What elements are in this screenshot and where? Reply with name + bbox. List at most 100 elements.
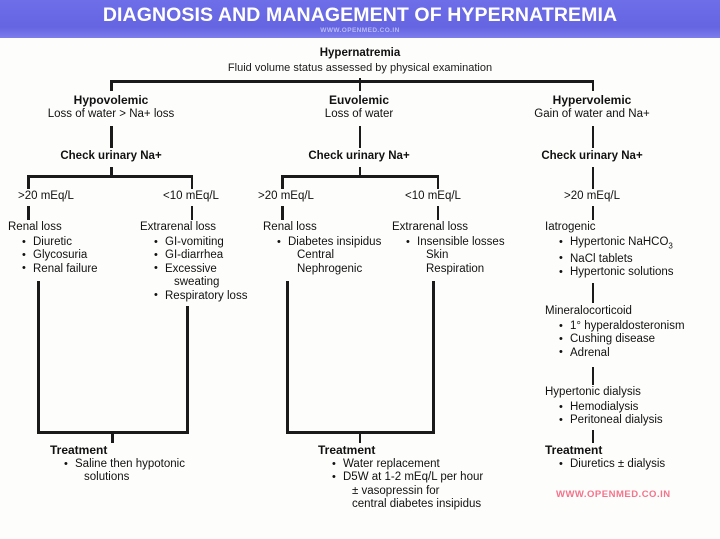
treatment-list-hypervolemic: •Diuretics ± dialysis: [559, 458, 665, 471]
list-item: • Hypertonic NaHCO3: [559, 236, 674, 253]
bullet-icon: •: [559, 319, 563, 332]
bullet-icon: •: [559, 252, 563, 265]
list-item: •Diuretics ± dialysis: [559, 457, 666, 471]
column-title-hypervolemic: Hypervolemic: [552, 93, 632, 107]
bullet-icon: •: [559, 265, 563, 278]
bullet-icon: •: [559, 413, 563, 426]
title-banner: DIAGNOSIS AND MANAGEMENT OF HYPERNATREMI…: [0, 0, 720, 38]
list-item: •Cushing disease: [559, 332, 656, 346]
root-subtitle: Fluid volume status assessed by physical…: [227, 62, 493, 74]
page-title: DIAGNOSIS AND MANAGEMENT OF HYPERNATREMI…: [102, 4, 618, 26]
connector-drop-hypo-renal: [27, 175, 30, 189]
list-hypo-extrarenal: •GI-vomiting •GI-diarrhea •Excessive swe…: [154, 236, 247, 303]
bullet-icon: •: [406, 235, 410, 248]
list-item-continuation: Respiration: [426, 262, 485, 275]
bullet-icon: •: [559, 457, 563, 470]
list-item: •Glycosuria: [22, 248, 88, 262]
list-item: •Respiratory loss: [154, 289, 248, 302]
connector-root-bracket: [110, 80, 594, 83]
list-item-continuation: Skin: [426, 249, 449, 262]
connector-hypervolemic-to-check: [591, 126, 594, 148]
item-hypertonic-nahco3: Hypertonic NaHCO3: [570, 236, 673, 251]
connector-check-stem-euvolemic: [358, 167, 361, 177]
check-urinary-na-hypervolemic: Check urinary Na+: [541, 150, 643, 162]
list-item-continuation: sweating: [174, 276, 220, 289]
list-item: •1° hyperaldosteronism: [559, 319, 685, 333]
bullet-icon: •: [22, 235, 26, 248]
list-item: •Hemodialysis: [559, 400, 639, 414]
treatment-list-hypovolemic: •Saline then hypotonic solutions: [64, 458, 185, 485]
connector-thresh-to-group-euv-renal: [281, 206, 284, 220]
check-urinary-na-euvolemic: Check urinary Na+: [308, 150, 410, 162]
threshold-euv-renal: >20 mEq/L: [258, 190, 314, 202]
bullet-icon: •: [64, 457, 68, 470]
list-item: •Hypertonic solutions: [559, 265, 674, 279]
group-title-euv-renal: Renal loss: [263, 221, 317, 233]
threshold-hypervolemic: >20 mEq/L: [564, 190, 620, 202]
list-hypo-renal: •Diuretic •Glycosuria •Renal failure: [22, 236, 98, 276]
bullet-icon: •: [154, 248, 158, 261]
watermark-openmed: WWW.OPENMED.CO.IN: [556, 489, 671, 500]
connector-dialysis-to-treatment: [591, 430, 594, 443]
list-item: •Diuretic: [22, 235, 72, 249]
connector-thresh-to-group-hypo-renal: [27, 206, 30, 220]
threshold-hypo-extrarenal: <10 mEq/L: [163, 190, 219, 202]
connector-drop-euvolemic: [358, 80, 361, 91]
list-iatrogenic: • Hypertonic NaHCO3 •NaCl tablets •Hypert…: [559, 236, 674, 280]
list-euv-extrarenal: •Insensible losses Skin Respiration: [406, 236, 505, 276]
connector-hypo-right-leg: [186, 306, 189, 433]
group-title-mineralocorticoid: Mineralocorticoid: [545, 305, 632, 317]
list-item-continuation: Nephrogenic: [297, 262, 363, 275]
connector-hypovolemic-to-check: [110, 126, 113, 148]
connector-bracket-hypovolemic: [27, 175, 193, 178]
connector-thresh-to-group-euv-extrarenal: [436, 206, 439, 220]
treatment-title-hypovolemic: Treatment: [50, 443, 108, 457]
list-item: •Insensible losses: [406, 235, 505, 249]
banner-watermark-url: WWW.OPENMED.CO.IN: [320, 27, 400, 34]
treatment-list-euvolemic: •Water replacement •D5W at 1-2 mEq/L per…: [332, 458, 483, 512]
bullet-icon: •: [22, 248, 26, 261]
column-title-hypovolemic: Hypovolemic: [73, 93, 149, 107]
connector-check-stem-hypovolemic: [110, 167, 113, 177]
threshold-euv-extrarenal: <10 mEq/L: [405, 190, 461, 202]
column-subtitle-hypovolemic: Loss of water > Na+ loss: [47, 108, 175, 120]
group-title-hypo-extrarenal: Extrarenal loss: [140, 221, 217, 233]
list-item: •NaCl tablets: [559, 252, 633, 265]
list-euv-renal: •Diabetes insipidus Central Nephrogenic: [277, 236, 381, 276]
connector-drop-hypervolemic: [591, 80, 594, 91]
list-mineralocorticoid: •1° hyperaldosteronism •Cushing disease …: [559, 320, 685, 360]
column-subtitle-hypervolemic: Gain of water and Na+: [534, 108, 650, 120]
group-title-euv-extrarenal: Extrarenal loss: [392, 221, 469, 233]
connector-hypo-left-leg: [37, 281, 40, 433]
list-item: •Saline then hypotonic: [64, 457, 185, 471]
bullet-icon: •: [559, 235, 563, 248]
connector-drop-euv-extrarenal: [436, 175, 439, 189]
connector-euv-to-treatment: [358, 431, 361, 443]
bullet-icon: •: [332, 457, 336, 470]
list-item: •Renal failure: [22, 262, 98, 275]
list-item: •Diabetes insipidus: [277, 235, 382, 249]
group-title-iatrogenic: Iatrogenic: [545, 221, 596, 233]
threshold-hypo-renal: >20 mEq/L: [18, 190, 74, 202]
group-title-hypertonic-dialysis: Hypertonic dialysis: [545, 386, 641, 398]
bullet-icon: •: [154, 262, 158, 275]
connector-drop-hypovolemic: [110, 80, 113, 91]
list-item: •Adrenal: [559, 346, 610, 359]
connector-drop-euv-renal: [281, 175, 284, 189]
connector-mineralocorticoid-to-dialysis: [591, 367, 594, 385]
connector-iatrogenic-to-mineralocorticoid: [591, 283, 594, 303]
list-item: •D5W at 1-2 mEq/L per hour: [332, 470, 484, 484]
bullet-icon: •: [154, 289, 158, 302]
bullet-icon: •: [559, 400, 563, 413]
group-title-hypo-renal: Renal loss: [8, 221, 62, 233]
connector-thresh-to-group-hypo-extrarenal: [190, 206, 193, 220]
list-item-continuation: solutions: [84, 471, 130, 484]
bullet-icon: •: [559, 332, 563, 345]
connector-hypo-to-treatment: [111, 431, 114, 443]
treatment-title-hypervolemic: Treatment: [545, 443, 603, 457]
connector-check-to-threshold-hyper: [591, 167, 594, 189]
connector-euv-right-leg: [432, 281, 435, 433]
list-item-continuation: ± vasopressin for: [352, 484, 440, 497]
list-item-continuation: central diabetes insipidus: [352, 498, 482, 511]
